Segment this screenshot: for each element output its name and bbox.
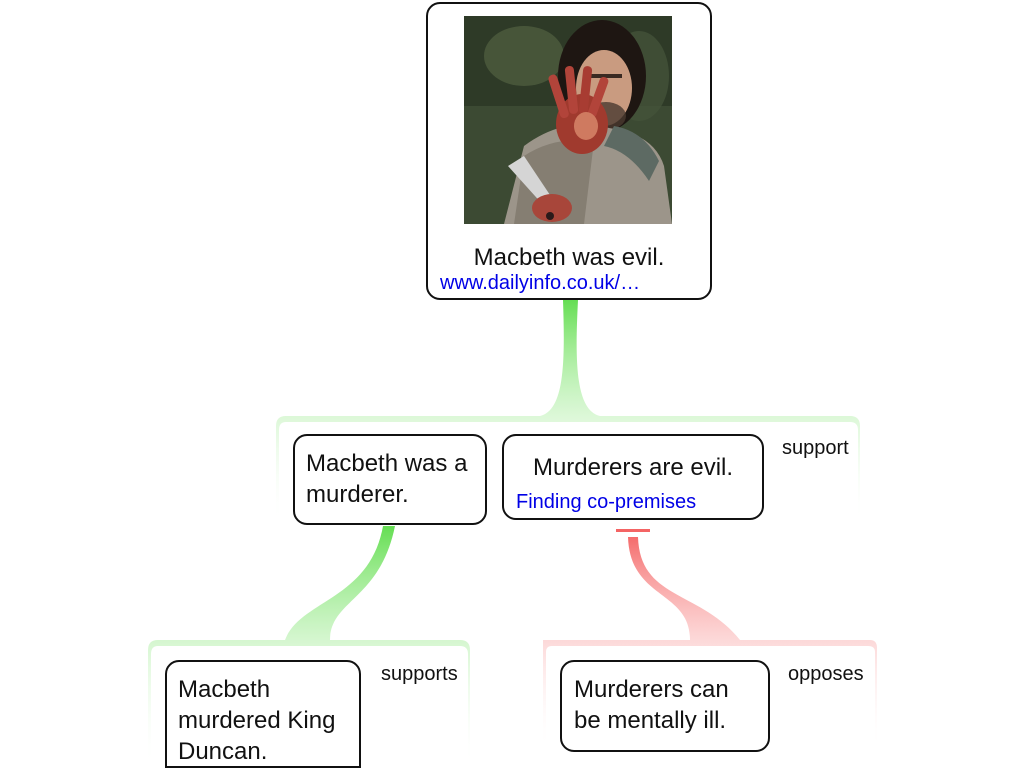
support-group-connector [276, 300, 860, 524]
supports-label: supports [381, 663, 458, 685]
duncan-claim-card[interactable]: Macbeth murdered King Duncan. [165, 660, 361, 768]
premise-murderer-text: Macbeth was a murderer. [306, 450, 468, 508]
main-claim-link[interactable]: www.dailyinfo.co.uk/… [440, 272, 641, 294]
premise-murderers-evil-text: Murderers are evil. [532, 454, 734, 481]
opposes-label: opposes [788, 663, 864, 685]
premise-murderer-card[interactable]: Macbeth was a murderer. [293, 434, 487, 525]
premise-murderers-evil-card[interactable]: Murderers are evil. Finding co-premises [502, 434, 764, 520]
macbeth-photo [464, 16, 672, 224]
duncan-claim-text: Macbeth murdered King Duncan. [178, 676, 336, 765]
co-premises-link[interactable]: Finding co-premises [516, 491, 697, 513]
mentally-ill-claim-text: Murderers can be mentally ill. [574, 676, 729, 734]
main-claim-text: Macbeth was evil. [473, 244, 665, 271]
rebuttal-bar [616, 529, 650, 532]
mentally-ill-claim-card[interactable]: Murderers can be mentally ill. [560, 660, 770, 752]
support-label: support [782, 437, 849, 459]
main-claim-card[interactable]: Macbeth was evil. www.dailyinfo.co.uk/… [426, 2, 712, 300]
opposes-group-connector [543, 537, 877, 750]
